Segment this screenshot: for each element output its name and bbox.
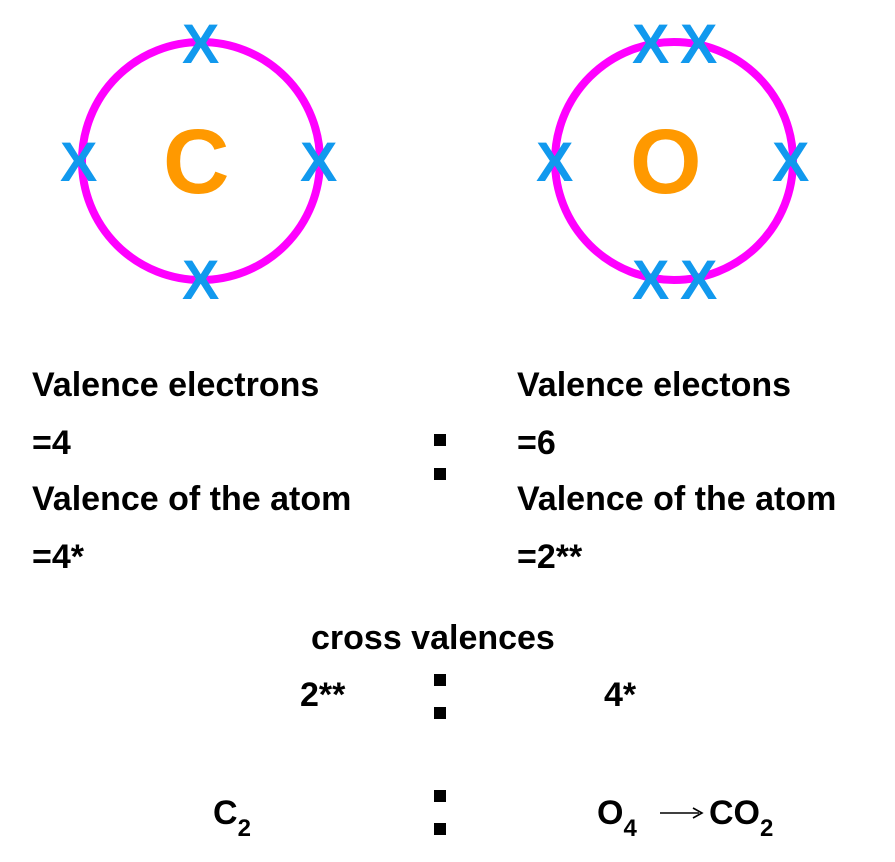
cross-colon-top-dot	[434, 674, 446, 686]
oxygen-electron-right: X	[772, 130, 810, 193]
carbon-shell	[78, 38, 324, 284]
formula-colon-bottom-dot	[434, 823, 446, 835]
oxygen-valence-value: =2**	[517, 538, 583, 576]
carbon-nucleus: C	[163, 111, 230, 213]
carbon-electron-bottom: X	[182, 248, 220, 311]
oxygen-electron-bottom-1: X	[632, 248, 670, 311]
carbon-valence-label: Valence of the atom	[32, 480, 352, 518]
carbon-valence-electrons-label: Valence electrons	[32, 366, 320, 404]
cross-valences-title: cross valences	[311, 619, 555, 657]
oxygen-electron-top-2: X	[680, 12, 718, 75]
formula-left-subscript: 2	[237, 815, 251, 842]
formula-left: C2	[213, 794, 251, 841]
formula-right-subscript: 4	[623, 815, 637, 842]
oxygen-electron-left: X	[536, 130, 574, 193]
formula-result-symbol: CO	[709, 794, 760, 832]
cross-colon-bottom-dot	[434, 707, 446, 719]
carbon-electron-left: X	[60, 130, 98, 193]
formula-right-symbol: O	[597, 794, 624, 832]
formula-right: O4	[597, 794, 637, 841]
cross-right-value: 4*	[604, 676, 637, 714]
oxygen-valence-label: Valence of the atom	[517, 480, 837, 518]
formula-result-subscript: 2	[760, 815, 774, 842]
ratio-colon-top-dot	[434, 434, 446, 446]
oxygen-shell	[551, 38, 797, 284]
ratio-colon-bottom-dot	[434, 468, 446, 480]
carbon-electron-right: X	[300, 130, 338, 193]
formula-left-symbol: C	[213, 794, 238, 832]
cross-left-value: 2**	[300, 676, 346, 714]
oxygen-valence-electrons-label: Valence electons	[517, 366, 792, 404]
oxygen-electron-top-1: X	[632, 12, 670, 75]
oxygen-electron-bottom-2: X	[680, 248, 718, 311]
oxygen-valence-electrons-value: =6	[517, 424, 556, 462]
oxygen-nucleus: O	[630, 111, 702, 213]
formula-result: CO2	[709, 794, 773, 841]
carbon-valence-electrons-value: =4	[32, 424, 71, 462]
reaction-arrow-icon	[660, 807, 704, 819]
carbon-valence-value: =4*	[32, 538, 84, 576]
formula-colon-top-dot	[434, 790, 446, 802]
carbon-electron-top: X	[182, 12, 220, 75]
